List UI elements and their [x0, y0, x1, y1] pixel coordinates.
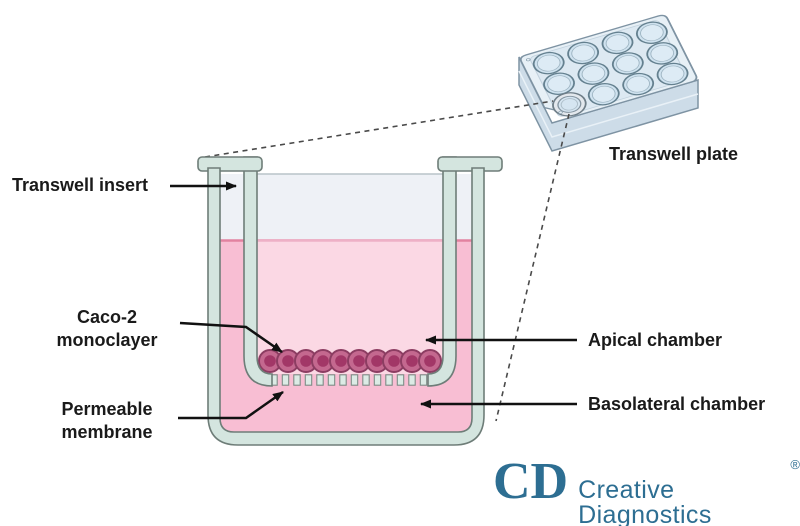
- logo-initials: CD: [493, 453, 569, 510]
- label-caco2-monolayer: Caco-2 monoclayer: [37, 306, 177, 352]
- plate-insert-well: [552, 92, 587, 117]
- transwell-system-graphic: [197, 156, 503, 446]
- caco2-monolayer: [258, 349, 442, 373]
- label-permeable-membrane: Permeable membrane: [37, 398, 177, 444]
- arrow-caco2-monolayer: [179, 321, 283, 354]
- label-transwell-plate: Transwell plate: [609, 144, 739, 164]
- logo-name: Creative Diagnostics: [578, 476, 712, 526]
- dashed-line-upper: [204, 100, 554, 158]
- plate-side: [518, 56, 699, 152]
- label-basolateral-chamber: Basolateral chamber: [588, 394, 766, 414]
- caco2-cell: [418, 349, 442, 373]
- registered-trademark-icon: ®: [790, 457, 800, 472]
- arrow-permeable-membrane: [178, 390, 284, 420]
- insert-wall-right: [427, 156, 457, 387]
- outer-well-wall: [207, 167, 485, 446]
- plate-corner-hole: [558, 110, 563, 114]
- dashed-line-lower: [495, 113, 570, 422]
- transwell-plate-graphic: [518, 14, 699, 152]
- zoom-dashed-lines: [204, 100, 570, 422]
- insert-wall-left: [243, 156, 273, 387]
- label-permeable-line2: membrane: [61, 422, 153, 442]
- label-caco2-line1: Caco-2: [76, 307, 138, 327]
- label-transwell-insert: Transwell insert: [12, 175, 149, 195]
- plate-side-seam: [518, 70, 699, 138]
- label-apical-chamber: Apical chamber: [588, 330, 723, 350]
- label-permeable-line1: Permeable: [61, 399, 153, 419]
- brand-logo: CD Creative Diagnostics ®: [493, 456, 800, 526]
- transwell-insert-walls: [197, 156, 503, 387]
- insert-lip-right: [437, 156, 503, 172]
- permeable-membrane: [270, 374, 430, 386]
- label-caco2-line2: monoclayer: [56, 330, 158, 350]
- plate-corner-hole: [525, 58, 531, 62]
- annotation-arrows: [170, 181, 577, 420]
